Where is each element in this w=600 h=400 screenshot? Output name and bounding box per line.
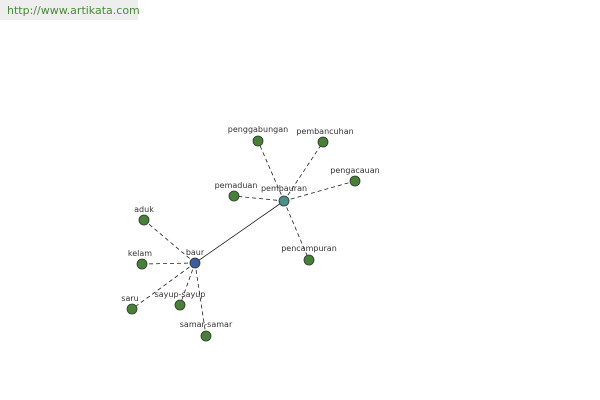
node-pencampuran[interactable]: pencampuran xyxy=(281,244,337,266)
node-label-pembauran: pembauran xyxy=(261,184,307,193)
node-dot-samar-samar[interactable] xyxy=(200,330,212,342)
node-label-sayup-sayup: sayup-sayup xyxy=(155,290,206,299)
node-sayup-sayup[interactable]: sayup-sayup xyxy=(155,290,206,311)
node-label-penggabungan: penggabungan xyxy=(228,125,288,134)
node-pembancuhan[interactable]: pembancuhan xyxy=(296,127,354,148)
node-pemaduan[interactable]: pemaduan xyxy=(215,181,258,202)
node-label-saru: saru xyxy=(121,294,138,303)
node-penggabungan[interactable]: penggabungan xyxy=(228,125,288,147)
edge-pembauran-pencampuran xyxy=(283,200,310,261)
node-label-aduk: aduk xyxy=(134,205,154,214)
edges-layer xyxy=(131,140,356,337)
nodes-layer: baur pembauran aduk kelam saru sayup-sayup sam… xyxy=(121,125,380,342)
node-baur[interactable]: baur xyxy=(186,248,205,269)
edge-baur-sayup-sayup xyxy=(179,262,196,306)
node-label-pencampuran: pencampuran xyxy=(281,244,337,253)
node-label-samar-samar: samar-samar xyxy=(180,320,233,329)
edge-pembauran-pembancuhan xyxy=(283,141,324,202)
node-saru[interactable]: saru xyxy=(121,294,139,315)
node-dot-saru[interactable] xyxy=(126,303,138,315)
node-dot-pembancuhan[interactable] xyxy=(317,136,329,148)
edge-pembauran-pemaduan xyxy=(233,195,285,202)
node-dot-aduk[interactable] xyxy=(138,214,150,226)
node-samar-samar[interactable]: samar-samar xyxy=(180,320,233,342)
edge-baur-saru xyxy=(131,262,196,310)
node-dot-kelam[interactable] xyxy=(136,258,148,270)
node-dot-pencampuran[interactable] xyxy=(303,254,315,266)
node-aduk[interactable]: aduk xyxy=(134,205,154,226)
node-dot-pembauran[interactable] xyxy=(278,195,290,207)
node-dot-sayup-sayup[interactable] xyxy=(174,299,186,311)
artikata-link[interactable]: http://www.artikata.com xyxy=(7,4,140,17)
node-dot-penggabungan[interactable] xyxy=(252,135,264,147)
node-pembauran[interactable]: pembauran xyxy=(261,184,307,207)
node-label-pengacauan: pengacauan xyxy=(330,166,379,175)
node-label-pembancuhan: pembancuhan xyxy=(296,127,353,136)
edge-pembauran-penggabungan xyxy=(257,140,285,202)
edge-baur-kelam xyxy=(141,262,196,265)
node-dot-pemaduan[interactable] xyxy=(228,190,240,202)
url-banner: http://www.artikata.com xyxy=(0,0,140,20)
node-label-baur: baur xyxy=(186,248,205,257)
edge-baur-pembauran xyxy=(194,200,285,264)
node-dot-baur[interactable] xyxy=(189,257,201,269)
node-pengacauan[interactable]: pengacauan xyxy=(330,166,380,187)
node-kelam[interactable]: kelam xyxy=(128,249,152,270)
node-label-kelam: kelam xyxy=(128,249,152,258)
node-label-pemaduan: pemaduan xyxy=(215,181,258,190)
node-dot-pengacauan[interactable] xyxy=(349,175,361,187)
edge-pembauran-pengacauan xyxy=(283,180,356,202)
edge-baur-samar-samar xyxy=(194,262,207,337)
